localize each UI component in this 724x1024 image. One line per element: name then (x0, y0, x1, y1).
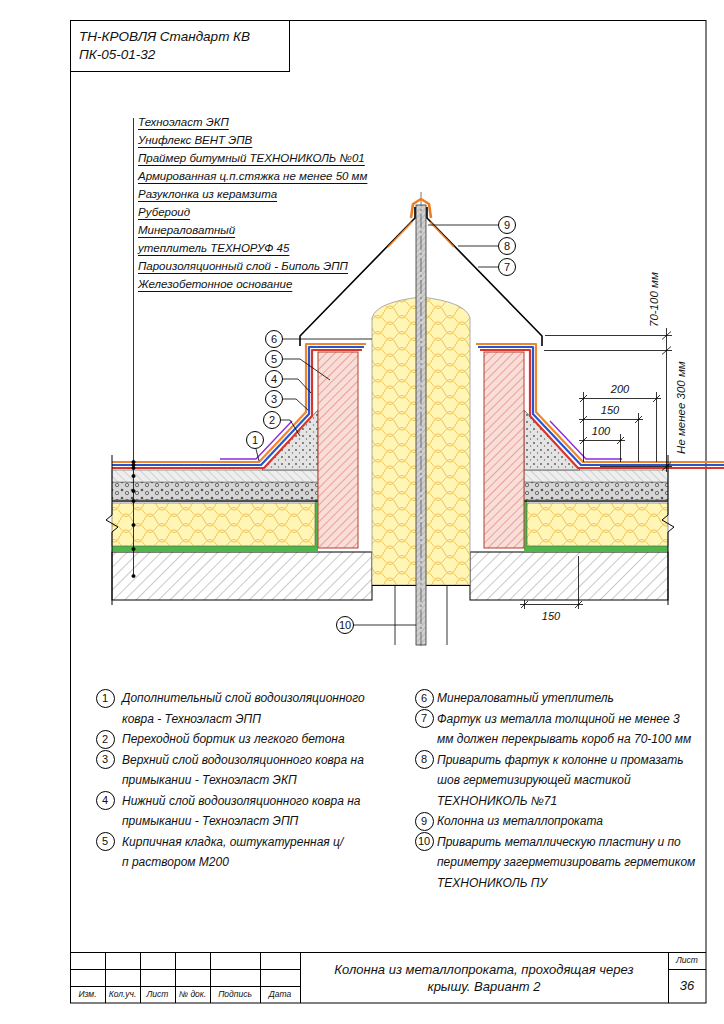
dimension-text: 200 (611, 383, 629, 396)
callout-text: 4 (271, 374, 277, 385)
callout-text: 1 (252, 435, 258, 446)
callout-text: 8 (421, 754, 427, 765)
callout-number: 1 (246, 431, 264, 449)
callout-number: 3 (265, 390, 283, 408)
note-number: 2 (96, 730, 115, 749)
callout-number: 8 (498, 237, 516, 255)
callout-number: 7 (498, 258, 516, 276)
dimension-text: 150 (542, 610, 560, 623)
note-number: 10 (415, 832, 434, 851)
dimension-text: 70-100 мм (647, 273, 660, 328)
dimension-lines (520, 328, 672, 609)
callout-text: 9 (421, 816, 427, 827)
metal-apron (300, 207, 542, 346)
layer-label: Армированная ц.п.стяжка не менее 50 мм (138, 167, 367, 185)
layer-label: Пароизоляционный слой - Биполь ЭПП (138, 257, 348, 275)
stamp-cell-text: № док. (179, 990, 206, 1000)
stamp-cell-text: Лист (676, 956, 698, 966)
note-number: 7 (415, 709, 434, 728)
sheet-code-text: ТН-КРОВЛЯ Стандарт КВ (79, 28, 281, 46)
weld-seam (388, 199, 454, 247)
callout-number: 9 (498, 216, 516, 234)
note-text: Переходной бортик из легкого бетона (122, 729, 367, 750)
stamp-cell-text: Лист (147, 990, 169, 1000)
callout-text: 3 (102, 754, 108, 765)
note-number: 4 (96, 791, 115, 810)
note-number: 1 (96, 689, 115, 708)
sheet-title: Колонна из металлопроката, проходящая че… (301, 961, 667, 995)
note-text: Верхний слой водоизоляционного ковра на … (122, 750, 367, 791)
callout-text: 4 (102, 795, 108, 806)
dimension-text: Не менее 300 мм (674, 362, 687, 455)
callout-number: 4 (265, 370, 283, 388)
layer-label: Праймер битумный ТЕХНОНИКОЛЬ №01 (138, 149, 365, 167)
note-number: 3 (96, 750, 115, 769)
layer-label: Техноэласт ЭКП (138, 113, 229, 131)
layer-label: Рубероид (138, 203, 190, 221)
note-text: Минераловатный утеплитель (437, 688, 699, 709)
note-number: 6 (415, 689, 434, 708)
callout-text: 9 (504, 220, 510, 231)
note-number: 9 (415, 812, 434, 831)
callout-text: 6 (271, 334, 277, 345)
callout-text: 2 (102, 734, 108, 745)
note-number: 8 (415, 750, 434, 769)
stamp-cell-text: Дата (269, 990, 291, 1000)
callout-text: 10 (339, 620, 351, 631)
callout-number: 6 (265, 330, 283, 348)
note-text: Кирпичная кладка, оштукатуренная ц/п рас… (122, 832, 347, 873)
stamp-cell-text: Изм. (78, 990, 96, 1000)
note-text: Нижний слой водоизоляционного ковра на п… (122, 791, 367, 832)
callout-number: 5 (265, 350, 283, 368)
callout-text: 1 (102, 693, 108, 704)
layer-label: Минераловатный утеплитель ТЕХНОРУФ 45 (138, 221, 306, 257)
dimension-text: 150 (601, 404, 619, 417)
stamp-cell-text: Подпись (218, 990, 252, 1000)
stamp-cell-text: Кол.уч. (109, 990, 137, 1000)
hole-lines (395, 585, 447, 645)
callout-text: 6 (421, 693, 427, 704)
note-text: Колонна из металлопроката (437, 811, 699, 832)
callout-text: 7 (421, 713, 427, 724)
note-text: Приварить фартук к колонне и промазать ш… (437, 750, 699, 812)
callout-text: 2 (269, 415, 275, 426)
dimension-text: 100 (592, 425, 610, 438)
sheet-code-box: ТН-КРОВЛЯ Стандарт КВПК-05-01-32 (70, 20, 290, 72)
note-text: Дополнительный слой водоизоляционного ко… (122, 688, 392, 729)
callout-number: 2 (263, 411, 281, 429)
callout-text: 3 (271, 394, 277, 405)
callout-text: 10 (418, 836, 430, 847)
sheet-code-text: ПК-05-01-32 (79, 46, 281, 64)
callout-text: 5 (271, 354, 277, 365)
layer-label: Унифлекс ВЕНТ ЭПВ (138, 131, 252, 149)
callout-text: 7 (504, 262, 510, 273)
centerline (421, 192, 422, 648)
callout-text: 5 (102, 836, 108, 847)
layer-leader (132, 118, 135, 578)
sheet-number: 36 (680, 979, 694, 994)
layer-label: Разуклонка из керамзита (138, 185, 277, 203)
callout-number: 10 (336, 616, 354, 634)
layer-label: Железобетонное основание (138, 275, 292, 293)
leader-line (256, 225, 498, 625)
note-text: Фартук из металла толщиной не менее 3 мм… (437, 709, 699, 750)
note-text: Приварить металлическую пластину и по пе… (437, 832, 699, 894)
note-number: 5 (96, 832, 115, 851)
callout-text: 8 (504, 241, 510, 252)
sheet-frame (70, 21, 706, 1004)
